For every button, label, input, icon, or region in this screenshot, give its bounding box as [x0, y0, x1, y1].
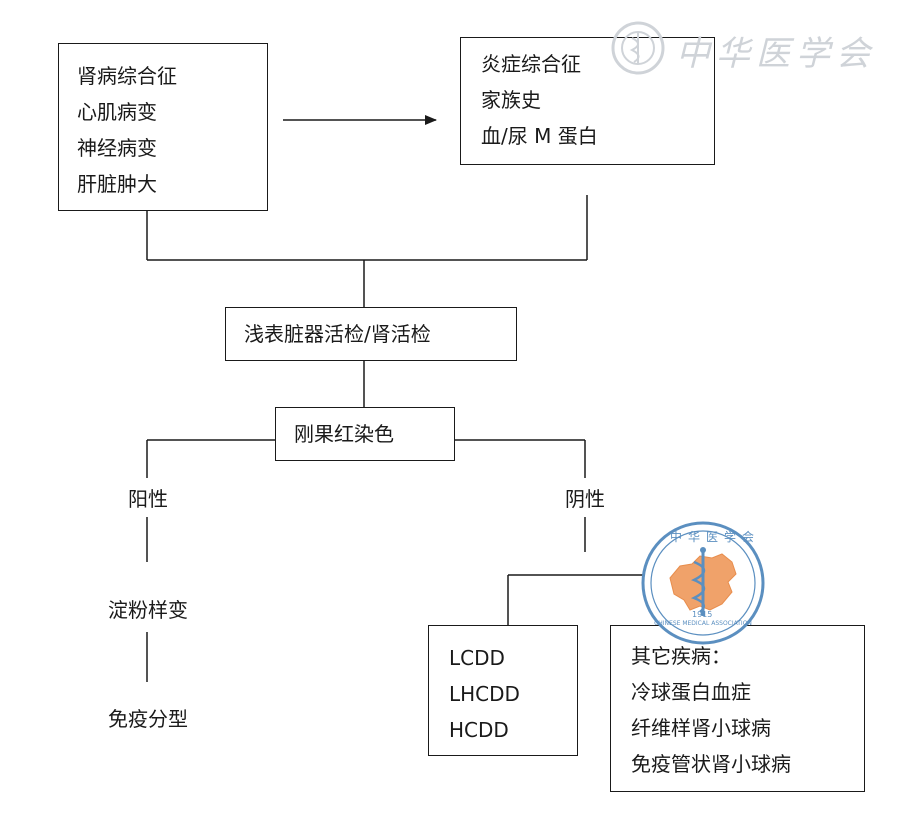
other-item-3: 纤维样肾小球病: [631, 716, 771, 740]
clinical-item-3: 神经病变: [77, 136, 157, 160]
positive-label: 阳性: [128, 487, 168, 511]
congo-red-box: 刚果红染色: [275, 407, 455, 461]
other-item-4: 免疫管状肾小球病: [631, 752, 791, 776]
biopsy-box: 浅表脏器活检/肾活检: [225, 307, 517, 361]
other-diseases-box: 其它疾病： 冷球蛋白血症 纤维样肾小球病 免疫管状肾小球病: [610, 625, 865, 792]
watermark-logo-icon: [611, 21, 665, 75]
cma-seal-icon: [641, 521, 765, 645]
lcdd-item-2: LHCDD: [449, 682, 520, 706]
seal-english-text: CHINESE MEDICAL ASSOCIATION: [654, 620, 752, 627]
seal-year-text: 1915: [692, 610, 713, 619]
lab-item-1: 炎症综合征: [481, 52, 581, 76]
seal-top-text: 中华医学会: [670, 530, 761, 544]
cma-seal: 中华医学会 CHINESE MEDICAL ASSOCIATION 1915: [640, 520, 766, 646]
amyloidosis-label: 淀粉样变: [108, 598, 188, 622]
lab-item-2: 家族史: [481, 88, 541, 112]
lcdd-item-3: HCDD: [449, 718, 509, 742]
biopsy-label: 浅表脏器活检/肾活检: [244, 322, 431, 346]
lcdd-item-1: LCDD: [449, 646, 505, 670]
clinical-item-2: 心肌病变: [77, 100, 157, 124]
other-item-2: 冷球蛋白血症: [631, 680, 751, 704]
immunotyping-label: 免疫分型: [108, 707, 188, 731]
congo-red-label: 刚果红染色: [294, 422, 394, 446]
watermark-text: 中华医学会: [676, 34, 876, 74]
other-item-1: 其它疾病：: [631, 644, 731, 668]
lab-item-3: 血/尿 M 蛋白: [481, 124, 598, 148]
watermark-header: 中华医学会: [610, 18, 905, 78]
clinical-item-4: 肝脏肿大: [77, 172, 157, 196]
clinical-item-1: 肾病综合征: [77, 64, 177, 88]
lab-findings-box: 炎症综合征 家族史 血/尿 M 蛋白: [460, 37, 715, 165]
lcdd-box: LCDD LHCDD HCDD: [428, 625, 578, 756]
negative-label: 阴性: [565, 487, 605, 511]
clinical-features-box: 肾病综合征 心肌病变 神经病变 肝脏肿大: [58, 43, 268, 211]
